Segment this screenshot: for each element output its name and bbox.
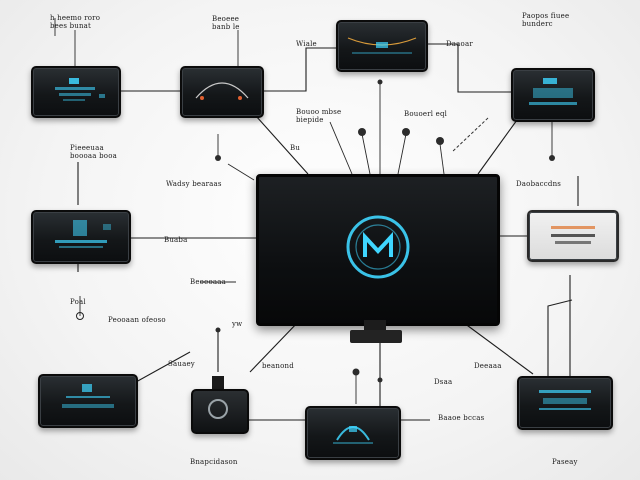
device-left-mid[interactable] [31, 210, 131, 264]
device-bottom-center[interactable] [305, 406, 401, 460]
knob-device[interactable] [191, 389, 249, 434]
label-mid-b: Bouoerl eql [404, 110, 448, 118]
label-bottom-right: Paseay [552, 458, 578, 466]
label-top-mid-right: Daaoar [446, 40, 473, 48]
round-knob-icon[interactable] [208, 399, 228, 419]
device-top-center[interactable] [336, 20, 428, 72]
label-left-upper: Pieeeuaa boooaa booa [70, 144, 117, 160]
label-top-mid: Wiale [296, 40, 317, 48]
dome-icon [333, 426, 373, 444]
device-right-mid[interactable] [527, 210, 619, 262]
label-lower-left: Sauaey [168, 360, 195, 368]
stack-display-icon [529, 78, 577, 105]
bar-display-icon [551, 226, 595, 244]
device-top-mid-left[interactable] [180, 66, 264, 118]
m-logo-icon [346, 215, 410, 279]
label-right-mid: Daobaccdns [516, 180, 562, 188]
label-top-right: Paopos fiuee bunderc [522, 12, 570, 28]
label-bottom-right-a: Baaoe bccas [438, 414, 485, 422]
device-top-right[interactable] [511, 68, 595, 122]
device-bottom-right[interactable] [517, 376, 613, 430]
main-monitor[interactable] [256, 174, 500, 326]
arc-signal-icon [195, 82, 249, 100]
device-bottom-left[interactable] [38, 374, 138, 428]
dashboard-icon [347, 37, 417, 54]
label-mid-a: Bouoo mbse biepide [296, 108, 342, 124]
label-top-left: h heemo roro bees bunat [50, 14, 101, 30]
label-bottom-mid-right: Dsaa [434, 378, 453, 386]
knob-device-mount [212, 376, 224, 390]
label-left-mid: Wadsy bearaas [166, 180, 222, 188]
label-left-lower-b: Beoeoaaa [190, 278, 226, 286]
label-mid-c: Bu [290, 144, 301, 152]
level-bars-icon [539, 390, 591, 410]
connection-wires [54, 18, 579, 430]
label-lower-mid-left: beanond [262, 362, 294, 370]
monitor-stand-base [350, 330, 402, 343]
label-center-under: yw [232, 320, 243, 328]
label-left-bottom-b: Peooaan ofeoso [108, 316, 166, 324]
label-right-lower: Deeaaa [474, 362, 502, 370]
device-top-left[interactable] [31, 66, 121, 118]
monitor-stand-neck [364, 320, 386, 332]
waveform-icon [55, 78, 105, 101]
label-top-mid-left: Beoeee banb le [212, 15, 240, 31]
label-left-lower-a: Buaba [164, 236, 188, 244]
label-bottom-left: Bnapcidason [190, 458, 238, 466]
spectrum-icon [55, 220, 111, 248]
probe-heads [76, 79, 555, 383]
meter-icon [62, 384, 114, 408]
label-left-bottom-a: Poal [70, 298, 86, 306]
